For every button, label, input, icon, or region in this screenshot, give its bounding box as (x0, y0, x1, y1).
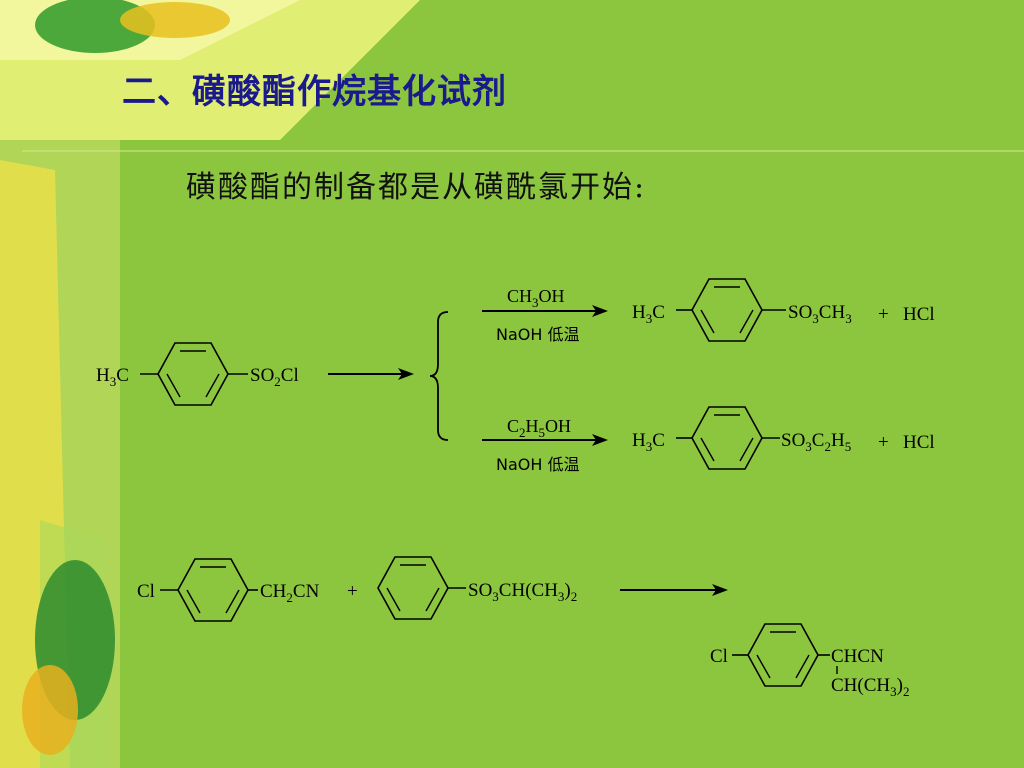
reactant-left-group: H3C (96, 365, 129, 389)
slide-subtitle: 磺酸酯的制备都是从磺酰氯开始: (186, 170, 647, 205)
reactant-isopropyl-benzenesulfonate: SO3CH(CH3)2 (377, 556, 577, 620)
plus-sign: + (878, 304, 889, 325)
scheme2-arrow (620, 584, 728, 596)
reactant-right-group: SO2Cl (250, 365, 299, 389)
byproduct-hcl: HCl (903, 304, 935, 325)
product-alkylated-nitrile: Cl CHCN CH(CH3)2 (710, 623, 909, 699)
route-methanol: CH3OH NaOH 低温 H3C SO3CH3 + HCl (482, 278, 935, 344)
benzene-ring (691, 278, 763, 342)
product-left-group: Cl (710, 646, 728, 667)
reagent-ethanol: C2H5OH (507, 416, 571, 440)
route-ethanol: C2H5OH NaOH 低温 H3C SO3C2H5 + HCl (482, 406, 935, 474)
benzene-ring (691, 406, 763, 470)
reactant1-right-group: CH2CN (260, 581, 320, 605)
conditions-route1: NaOH 低温 (496, 325, 580, 344)
benzene-ring (377, 556, 449, 620)
branch-brace (429, 311, 449, 441)
product1-left-group: H3C (632, 302, 665, 326)
reagent-methanol: CH3OH (507, 286, 565, 310)
benzene-ring (157, 342, 229, 406)
product1-right-group: SO3CH3 (788, 302, 852, 326)
conditions-route2: NaOH 低温 (496, 455, 580, 474)
benzene-ring (747, 623, 819, 687)
slide-title: 二、磺酸酯作烷基化试剂 (122, 72, 507, 112)
plus-sign: + (878, 432, 889, 453)
product-line2: CH(CH3)2 (831, 675, 909, 699)
benzene-ring (177, 558, 249, 622)
reactant2-right-group: SO3CH(CH3)2 (468, 580, 577, 604)
product-line1: CHCN (831, 646, 884, 667)
main-arrow (328, 368, 414, 380)
product2-left-group: H3C (632, 430, 665, 454)
plus-sign: + (347, 581, 358, 602)
reactant1-left-group: Cl (137, 581, 155, 602)
product2-right-group: SO3C2H5 (781, 430, 851, 454)
byproduct-hcl: HCl (903, 432, 935, 453)
reactant-chlorophenylacetonitrile: Cl CH2CN (137, 558, 320, 622)
reactant-tosyl-chloride: H3C SO2Cl (96, 342, 299, 406)
